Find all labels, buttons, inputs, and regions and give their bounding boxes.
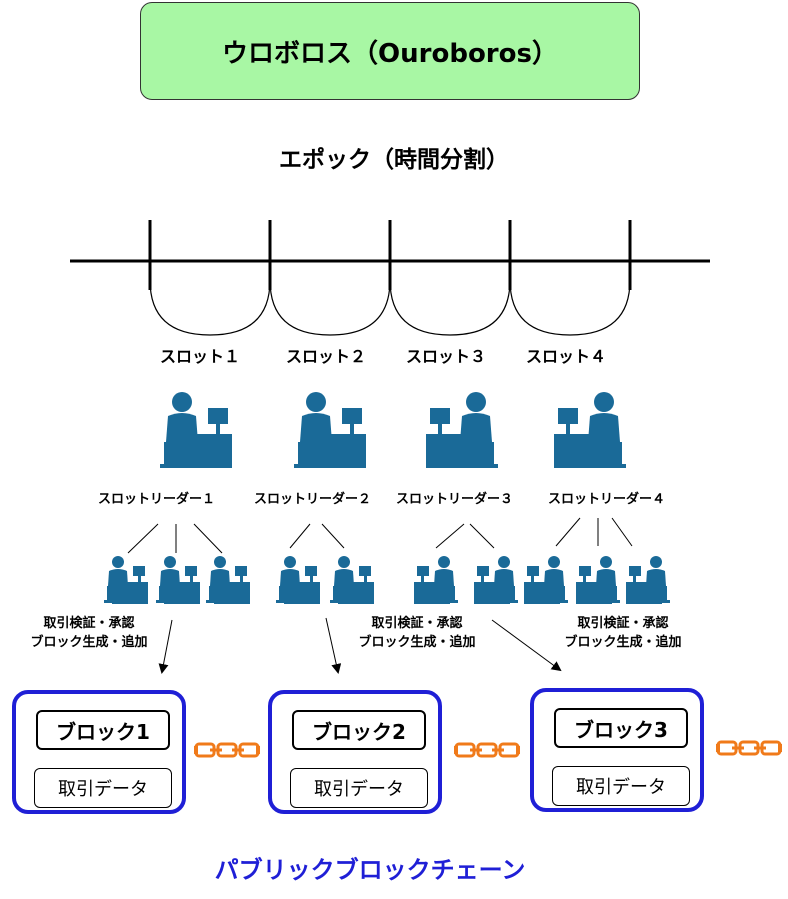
- validator-icon: [276, 556, 320, 604]
- block-name: ブロック2: [292, 710, 426, 750]
- block-2: ブロック2 取引データ: [268, 690, 442, 814]
- operation-line-1: 取引検証・承認: [43, 616, 135, 631]
- slot-leader-label-2: スロットリーダー２: [254, 492, 372, 507]
- slot-label-3: スロット３: [406, 347, 487, 366]
- validator-icon: [206, 556, 250, 604]
- timeline: [70, 220, 710, 336]
- slot-leader-2-icon: [294, 392, 366, 468]
- chain-link-icon: [452, 742, 522, 758]
- slot-label-2: スロット２: [286, 347, 367, 366]
- validator-icon: [474, 556, 518, 604]
- operation-label-3: 取引検証・承認 ブロック生成・追加: [548, 614, 698, 652]
- block-name: ブロック1: [36, 710, 170, 750]
- slot-label-4: スロット４: [526, 347, 607, 366]
- block-3: ブロック3 取引データ: [530, 688, 704, 812]
- leader-connectors: [127, 517, 633, 554]
- diagram-title: ウロボロス（Ouroboros）: [222, 38, 558, 69]
- block-name: ブロック3: [554, 708, 688, 748]
- block-data: 取引データ: [34, 768, 172, 808]
- validator-icon: [576, 556, 620, 604]
- chain-link-icon: [192, 742, 262, 758]
- validator-icon: [330, 556, 374, 604]
- footer-label: パブリックブロックチェーン: [214, 856, 526, 884]
- validator-icon: [524, 556, 568, 604]
- operation-label-2: 取引検証・承認 ブロック生成・追加: [342, 614, 492, 652]
- slot-label-1: スロット１: [160, 347, 241, 366]
- slot-leader-label-1: スロットリーダー１: [98, 492, 216, 507]
- operation-line-1: 取引検証・承認: [371, 616, 463, 631]
- operation-line-2: ブロック生成・追加: [30, 635, 148, 650]
- slot-leader-label-4: スロットリーダー４: [548, 492, 666, 507]
- operation-line-1: 取引検証・承認: [577, 616, 669, 631]
- epoch-label: エポック（時間分割）: [279, 147, 509, 173]
- validator-icon: [626, 556, 670, 604]
- block-1: ブロック1 取引データ: [12, 690, 186, 814]
- block-data: 取引データ: [552, 766, 690, 806]
- chain-link-icon: [714, 740, 784, 756]
- block-arrows: [158, 617, 562, 674]
- validator-icon: [156, 556, 200, 604]
- slot-leader-3-icon: [426, 392, 498, 468]
- validator-icon: [104, 556, 148, 604]
- validator-icon: [414, 556, 458, 604]
- slot-leader-label-3: スロットリーダー３: [396, 492, 514, 507]
- operation-line-2: ブロック生成・追加: [564, 635, 682, 650]
- slot-leader-4-icon: [554, 392, 626, 468]
- title-box: ウロボロス（Ouroboros）: [140, 2, 640, 100]
- operation-label-1: 取引検証・承認 ブロック生成・追加: [14, 614, 164, 652]
- block-data: 取引データ: [290, 768, 428, 808]
- operation-line-2: ブロック生成・追加: [358, 635, 476, 650]
- slot-leader-1-icon: [160, 392, 232, 468]
